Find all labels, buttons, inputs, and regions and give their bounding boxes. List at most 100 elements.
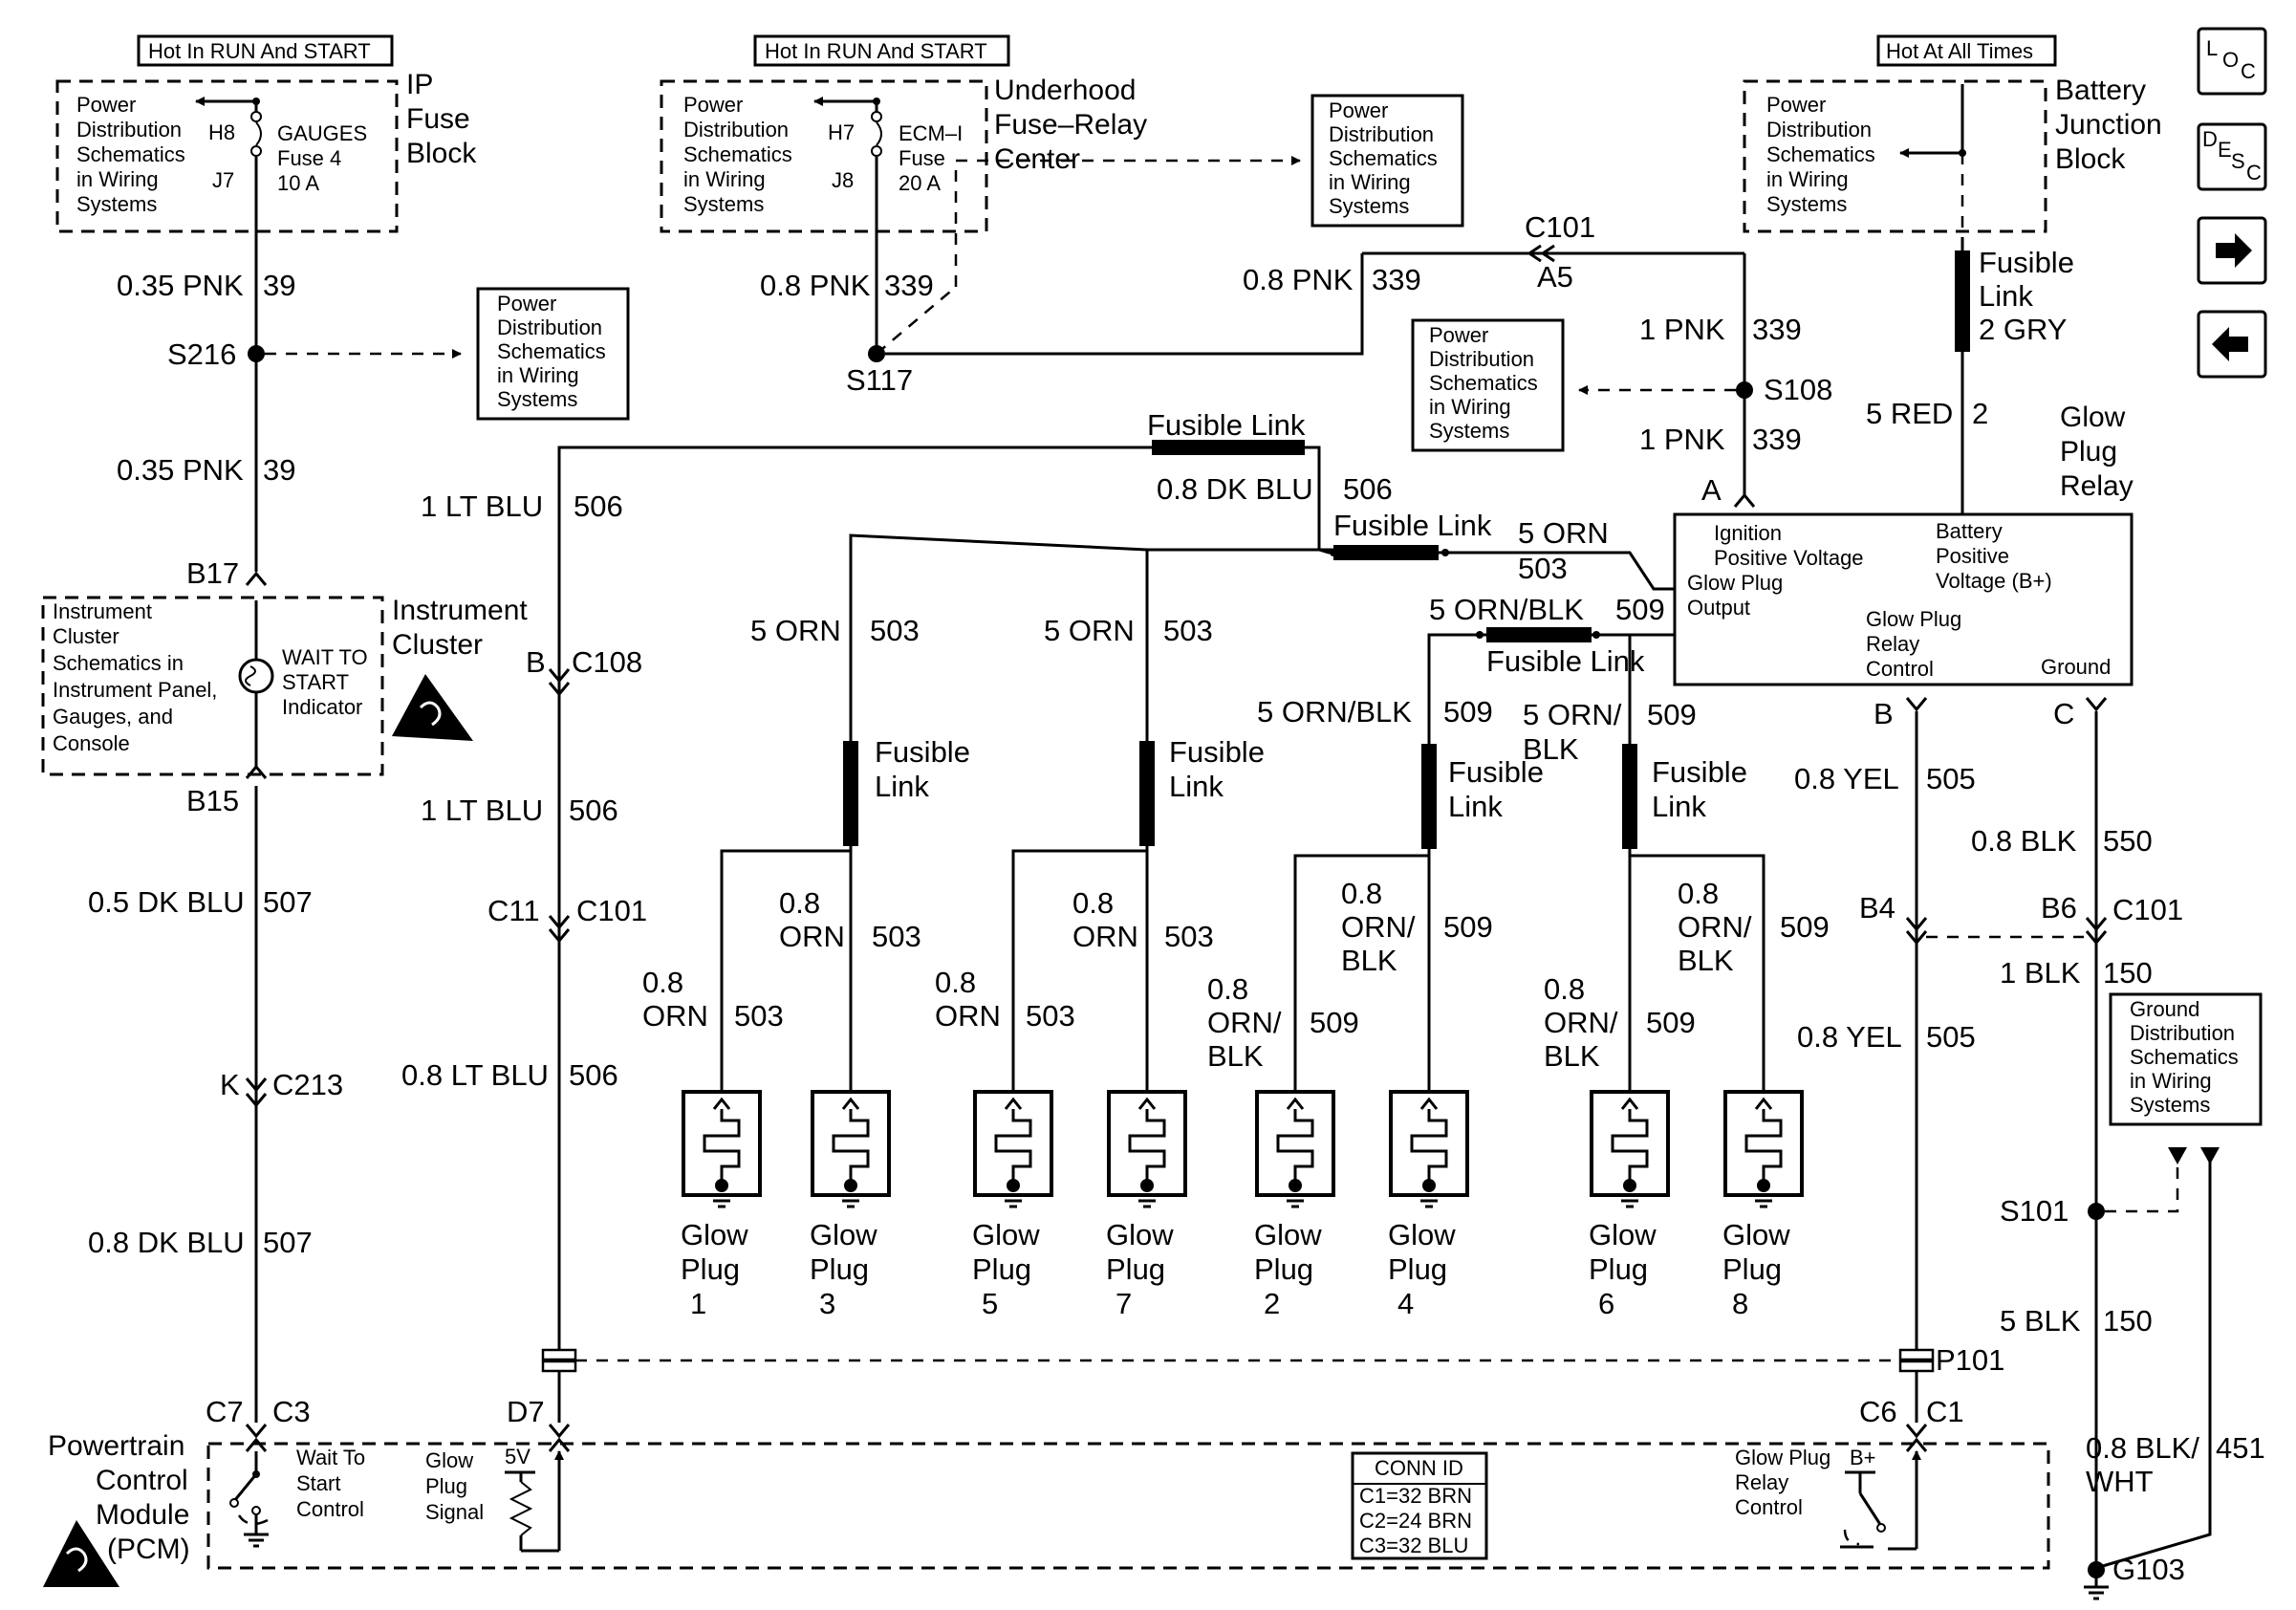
svg-text:1 LT BLU: 1 LT BLU <box>421 794 543 827</box>
indicator-lamp-icon <box>238 658 274 694</box>
svg-text:Battery: Battery <box>1936 519 2003 543</box>
svg-text:in Wiring: in Wiring <box>497 363 579 387</box>
svg-text:509: 509 <box>1615 593 1665 626</box>
svg-text:BLK: BLK <box>1207 1039 1264 1073</box>
svg-text:Power: Power <box>683 93 743 117</box>
instrument-cluster-title-2: Cluster <box>392 629 483 661</box>
glow-plug-label: Glow <box>681 1218 748 1251</box>
glow-plug-label: Plug <box>1106 1252 1165 1286</box>
svg-text:E: E <box>2218 138 2232 162</box>
svg-text:B: B <box>526 645 546 679</box>
svg-text:507: 507 <box>263 1226 313 1259</box>
svg-text:Distribution: Distribution <box>1766 118 1872 141</box>
svg-text:D7: D7 <box>507 1395 545 1428</box>
heating-element-icon <box>1276 1109 1314 1184</box>
svg-text:503: 503 <box>1164 920 1214 953</box>
svg-text:BLK: BLK <box>1341 944 1397 977</box>
svg-text:Link: Link <box>1979 279 2033 313</box>
svg-text:in Wiring: in Wiring <box>2130 1069 2212 1093</box>
svg-text:Systems: Systems <box>683 192 764 216</box>
svg-text:503: 503 <box>1026 999 1075 1033</box>
svg-text:0.8: 0.8 <box>642 966 683 999</box>
power-distribution-ref-box-1[interactable]: Power Distribution Schematics in Wiring … <box>1310 94 1464 228</box>
heating-element-icon <box>703 1109 741 1184</box>
svg-text:505: 505 <box>1926 762 1976 795</box>
svg-text:C: C <box>2246 161 2262 185</box>
svg-text:Distribution: Distribution <box>2130 1021 2235 1045</box>
svg-text:C2=24 BRN: C2=24 BRN <box>1359 1509 1472 1533</box>
svg-text:Hot In RUN And START: Hot In RUN And START <box>148 39 371 63</box>
power-distribution-ref-box-3[interactable]: Power Distribution Schematics in Wiring … <box>1411 318 1565 452</box>
svg-text:C101: C101 <box>576 894 647 927</box>
svg-text:507: 507 <box>263 885 313 919</box>
svg-text:Hot At All Times: Hot At All Times <box>1886 39 2033 63</box>
svg-text:B6: B6 <box>2041 891 2077 925</box>
glow-plug-label: Plug <box>972 1252 1031 1286</box>
svg-text:Systems: Systems <box>1429 419 1509 443</box>
svg-text:Ground: Ground <box>2041 655 2111 679</box>
svg-text:Schematics: Schematics <box>76 142 185 166</box>
svg-text:C3: C3 <box>272 1395 311 1428</box>
svg-text:Fuse: Fuse <box>899 146 945 170</box>
svg-text:Link: Link <box>1169 770 1224 803</box>
svg-text:Instrument: Instrument <box>53 599 152 623</box>
ip-fuse-block-title-2: Fuse <box>406 103 470 135</box>
battery-junction-block: Power Distribution Schematics in Wiring … <box>1743 79 2047 237</box>
svg-text:Fusible: Fusible <box>875 735 970 769</box>
svg-text:Plug: Plug <box>425 1474 467 1498</box>
pcm-title-4: (PCM) <box>107 1534 190 1565</box>
svg-text:506: 506 <box>569 1058 618 1092</box>
glow-plug-label: Plug <box>1722 1252 1782 1286</box>
svg-text:Power: Power <box>497 292 556 315</box>
pcm-title-3: Module <box>96 1499 189 1531</box>
svg-text:Power: Power <box>1329 98 1388 122</box>
svg-text:WAIT TO: WAIT TO <box>282 645 368 669</box>
heating-element-icon <box>994 1109 1032 1184</box>
svg-text:Fusible: Fusible <box>1652 755 1747 789</box>
splice-s101 <box>2088 1203 2105 1220</box>
glow-plug-label: Glow <box>1388 1218 1456 1251</box>
svg-text:339: 339 <box>1372 263 1421 296</box>
svg-text:J7: J7 <box>212 168 234 192</box>
svg-text:Link: Link <box>1652 790 1706 823</box>
previous-page-button[interactable] <box>2197 310 2267 379</box>
glow-plugs: GlowPlug1GlowPlug3GlowPlug5GlowPlug7Glow… <box>681 1090 1804 1320</box>
svg-text:503: 503 <box>1163 614 1213 647</box>
svg-text:Signal: Signal <box>425 1500 484 1524</box>
svg-text:ORN/: ORN/ <box>1341 910 1416 944</box>
svg-text:B+: B+ <box>1850 1446 1876 1469</box>
ground-distribution-ref-box[interactable]: Ground Distribution Schematics in Wiring… <box>2109 992 2263 1126</box>
svg-text:506: 506 <box>574 490 623 523</box>
svg-text:503: 503 <box>1518 552 1568 585</box>
heating-element-icon <box>1611 1109 1649 1184</box>
svg-text:G103: G103 <box>2112 1553 2185 1586</box>
svg-text:Wait To: Wait To <box>296 1446 365 1469</box>
svg-text:S101: S101 <box>2000 1194 2069 1228</box>
glow-plug-label: Glow <box>1722 1218 1790 1251</box>
svg-text:2: 2 <box>1972 397 1988 430</box>
svg-text:A: A <box>1701 473 1722 507</box>
svg-text:506: 506 <box>569 794 618 827</box>
power-distribution-ref-box-2[interactable]: Power Distribution Schematics in Wiring … <box>476 287 630 421</box>
svg-text:Schematics: Schematics <box>2130 1045 2239 1069</box>
svg-text:Systems: Systems <box>76 192 157 216</box>
svg-text:Fusible: Fusible <box>1448 755 1544 789</box>
glow-plug-number: 8 <box>1732 1287 1748 1320</box>
svg-text:339: 339 <box>884 269 934 302</box>
svg-text:B17: B17 <box>186 556 239 590</box>
svg-text:Schematics: Schematics <box>1429 371 1538 395</box>
glow-plug-relay: Ignition Positive Voltage Battery Positi… <box>1673 512 2134 686</box>
svg-text:GAUGES: GAUGES <box>277 121 367 145</box>
glow-plug-number: 5 <box>982 1287 998 1320</box>
heating-element-icon <box>1410 1109 1448 1184</box>
svg-text:Ground: Ground <box>2130 997 2199 1021</box>
next-page-button[interactable] <box>2197 216 2267 285</box>
esd-warning-icon <box>43 1520 119 1587</box>
svg-text:Systems: Systems <box>1766 192 1847 216</box>
svg-text:2 GRY: 2 GRY <box>1979 313 2067 346</box>
glow-plug-label: Glow <box>1106 1218 1174 1251</box>
